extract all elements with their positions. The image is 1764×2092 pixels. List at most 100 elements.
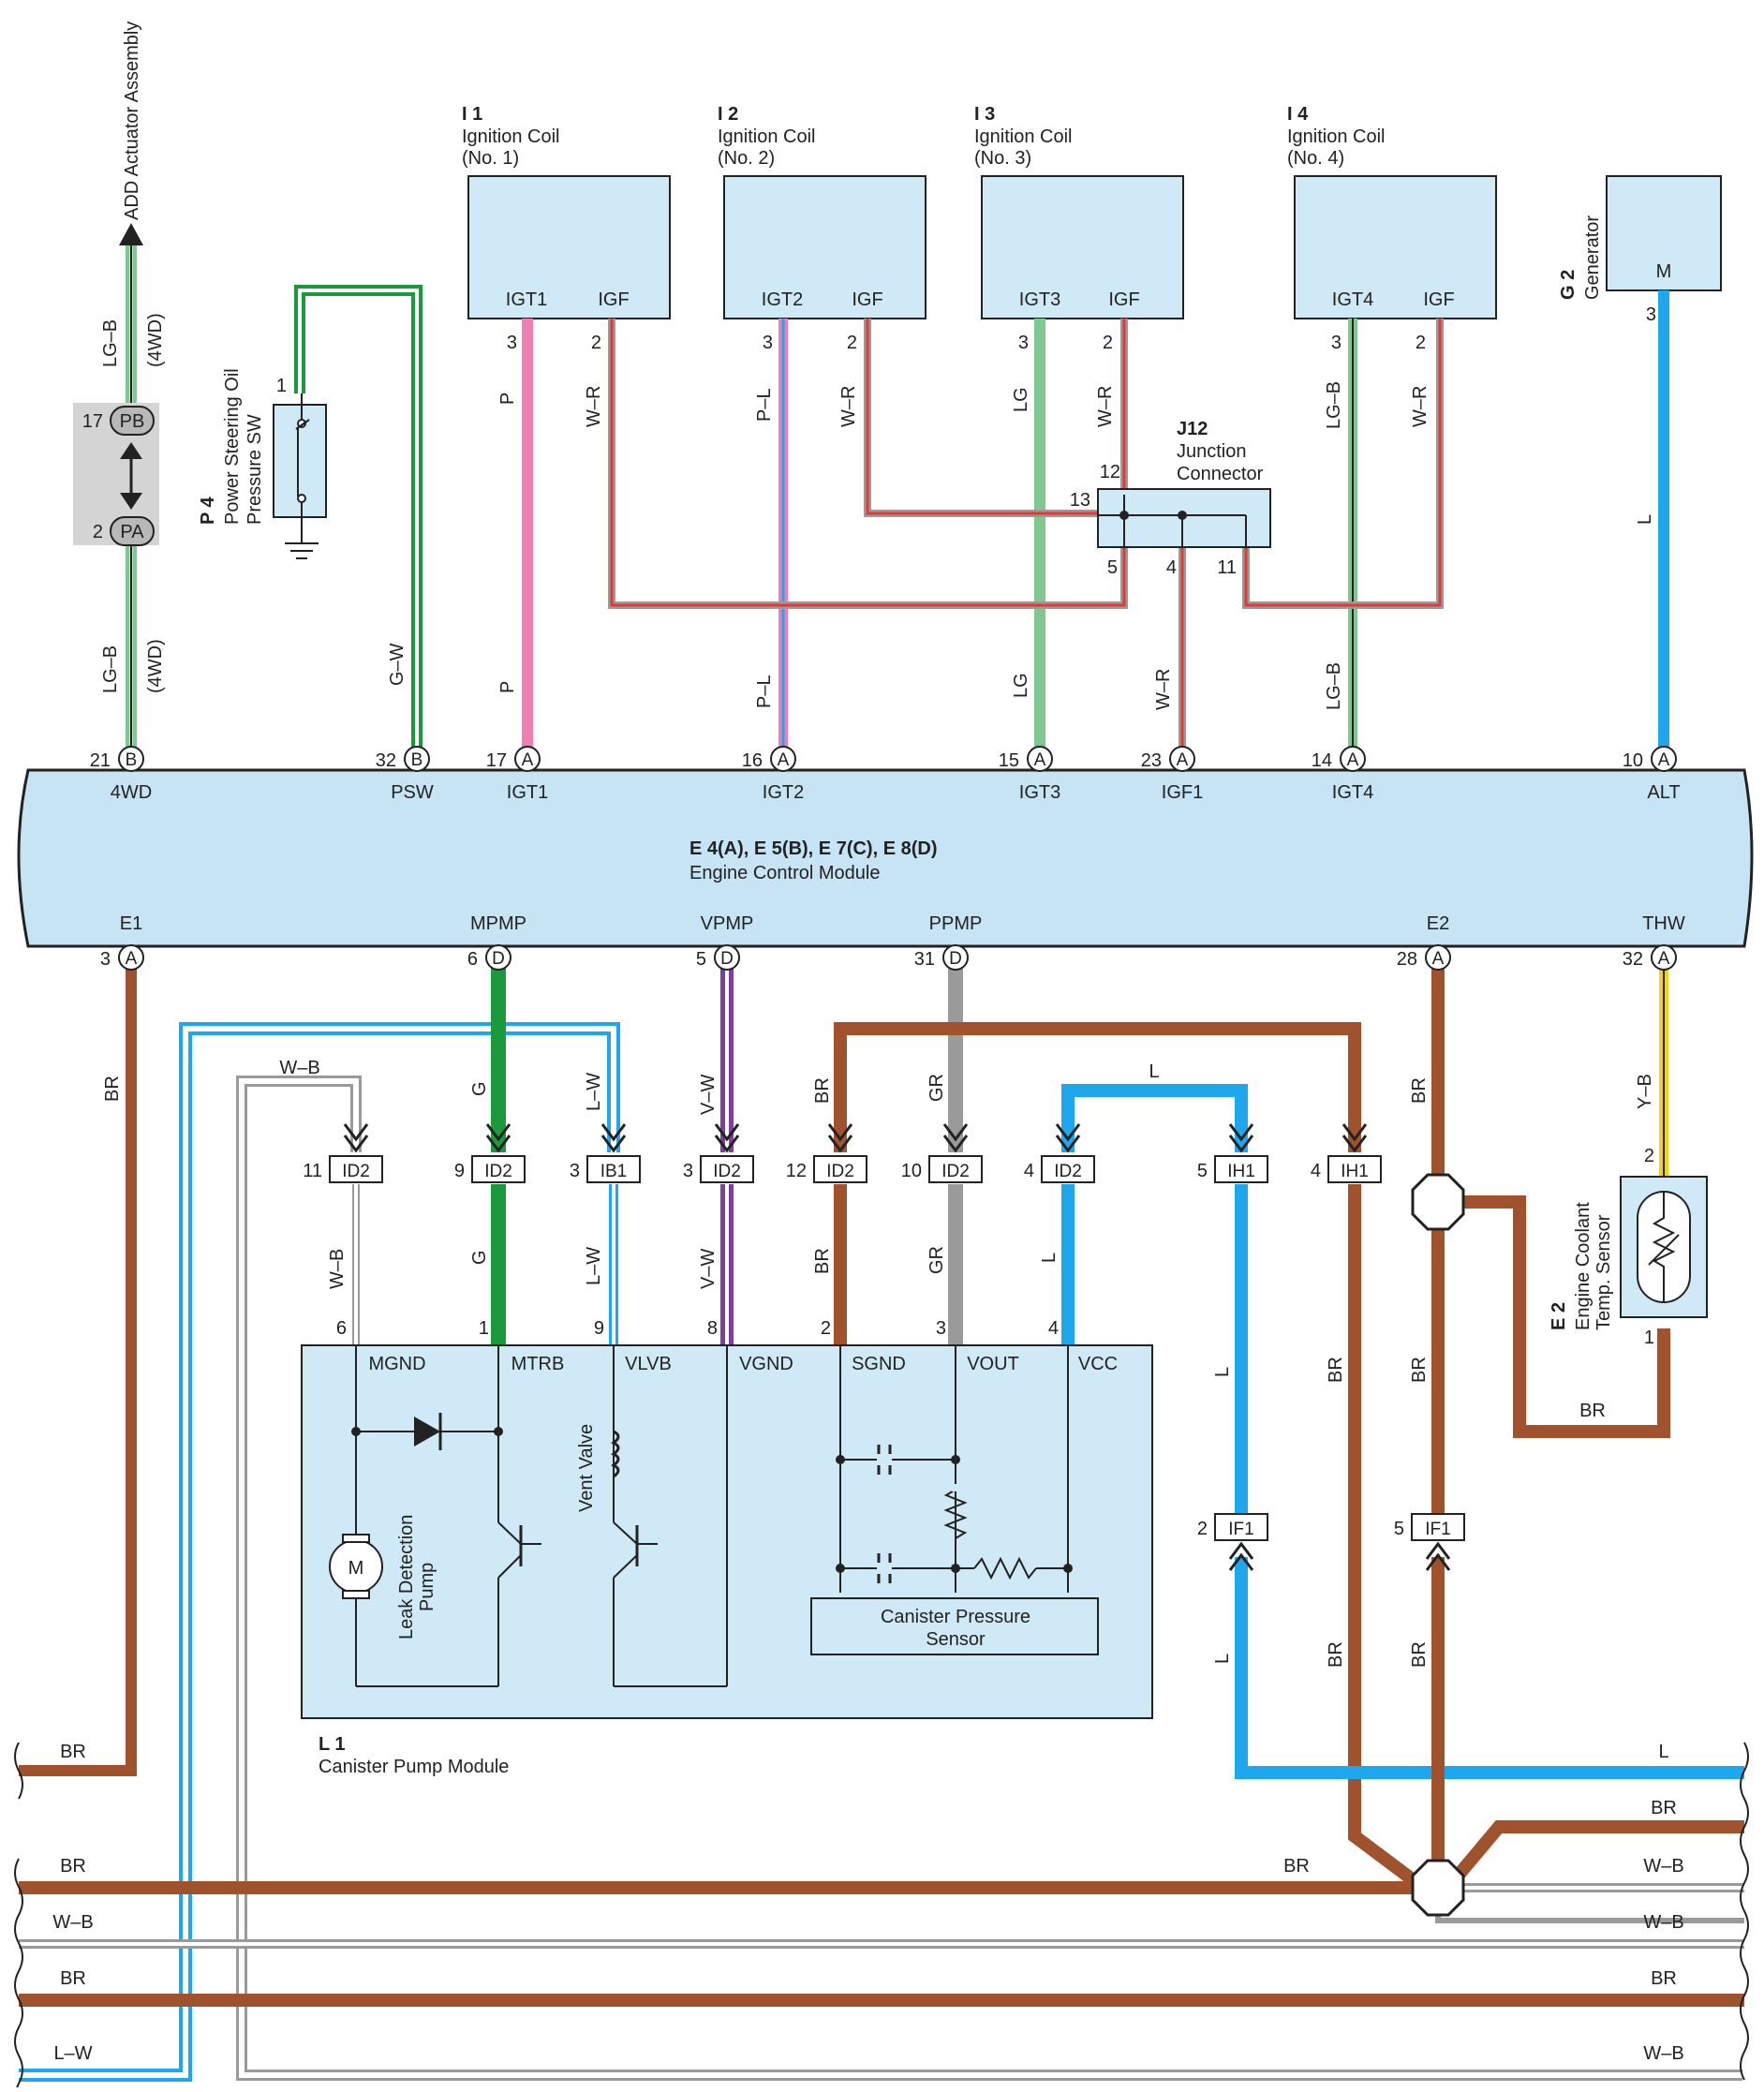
l1-code: L 1 xyxy=(319,1734,346,1755)
connector-ih1-5-id: IH1 xyxy=(1227,1162,1255,1181)
vcc-l-top-label: L xyxy=(1149,1061,1159,1082)
ecm-bpin-3: 3 xyxy=(100,949,111,970)
ecm-label-alt: ALT xyxy=(1647,782,1680,803)
ecm-bottom-pins xyxy=(118,944,1677,971)
i2-sub: (No. 2) xyxy=(718,148,775,169)
p4-pin: 1 xyxy=(276,376,287,396)
i1-sub: (No. 1) xyxy=(462,148,519,169)
g2-term-m: M xyxy=(1656,261,1672,282)
coil-boxes xyxy=(467,175,1722,319)
j12-pin-11: 11 xyxy=(1217,557,1237,578)
igf-wires xyxy=(608,319,1444,759)
if1-l-label: L xyxy=(1212,1654,1233,1664)
igt1-wire-label: P xyxy=(497,681,518,693)
i2-pin-3: 3 xyxy=(763,333,773,353)
l1-pin-9: 9 xyxy=(594,1318,604,1339)
i2-wire-label: P–L xyxy=(754,388,775,422)
ecm-name: Engine Control Module xyxy=(689,863,880,883)
ih1-br-label: BR xyxy=(1326,1357,1346,1383)
bus-br-e1-label: BR xyxy=(60,1742,86,1762)
connector-id2-10 xyxy=(928,1123,983,1183)
ecm-pin-10: 10 xyxy=(1623,750,1643,771)
vent-valve-label: Vent Valve xyxy=(576,1424,597,1512)
connector-id2-10-id: ID2 xyxy=(941,1162,970,1181)
connector-id2-4-pin: 4 xyxy=(1024,1161,1034,1181)
connector-id2-12-id: ID2 xyxy=(826,1162,854,1181)
connector-id2-4 xyxy=(1041,1123,1095,1183)
l1-pin-1: 1 xyxy=(479,1318,489,1339)
l1-pin-6: 6 xyxy=(336,1318,347,1339)
ecm-pin-16: 16 xyxy=(742,750,763,771)
ecm-bpin-6: 6 xyxy=(467,949,478,970)
ecm-bpin-28-conn: A xyxy=(1432,949,1445,969)
lw-wire xyxy=(19,1022,620,2082)
motor-label: M xyxy=(348,1558,364,1579)
l1-pin-3: 3 xyxy=(936,1318,946,1339)
ecm-label-ppmp: PPMP xyxy=(929,913,983,934)
connector-if1-5-pin: 5 xyxy=(1394,1519,1404,1539)
ecm-label-igt1: IGT1 xyxy=(507,782,548,803)
ecm-label-4wd: 4WD xyxy=(111,782,152,803)
g2-code: G 2 xyxy=(1558,270,1579,300)
ecm-bpin-32: 32 xyxy=(1623,949,1643,970)
bus-br-left-label: BR xyxy=(60,1856,86,1877)
connector-if1-5-id: IF1 xyxy=(1425,1520,1450,1539)
vw-mid-label: V–W xyxy=(698,1249,719,1289)
e2s-br-label: BR xyxy=(1579,1401,1606,1421)
connector-ih1-5 xyxy=(1214,1123,1268,1183)
i1-name: Ignition Coil xyxy=(462,126,560,147)
thermistor-icon xyxy=(1652,1192,1676,1302)
l1-pin-2: 2 xyxy=(821,1318,831,1339)
connector-if1-5 xyxy=(1411,1513,1465,1571)
ecm-bpin-6-conn: D xyxy=(492,949,505,969)
e1-wire-label: BR xyxy=(102,1076,123,1102)
connector-id2-11-id: ID2 xyxy=(342,1162,370,1181)
i4-name: Ignition Coil xyxy=(1287,126,1386,147)
j12-name-line2: Connector xyxy=(1177,464,1264,484)
connector-id2-9-id: ID2 xyxy=(484,1162,512,1181)
p4-name-line1: Power Steering Oil xyxy=(222,368,243,525)
ecm-bpin-28: 28 xyxy=(1397,949,1417,970)
i2-term-igf: IGF xyxy=(852,289,882,310)
i1-igf-wire-label: W–R xyxy=(584,386,604,427)
ecm-pin-21: 21 xyxy=(90,750,111,771)
e2-name-line2: Temp. Sensor xyxy=(1594,1214,1614,1330)
i2-code: I 2 xyxy=(718,104,738,125)
i3-code: I 3 xyxy=(974,104,995,125)
ecm-top-pins xyxy=(118,746,1677,772)
i1-term-igt1: IGT1 xyxy=(506,289,547,310)
connector-if1-2 xyxy=(1214,1513,1268,1571)
ecm-label-igt4: IGT4 xyxy=(1332,782,1373,803)
connector-id2-11-pin: 11 xyxy=(303,1161,322,1181)
igt3-wire-label: LG xyxy=(1011,673,1031,698)
ecm-pin-23: 23 xyxy=(1141,750,1162,771)
i1-term-igf: IGF xyxy=(598,289,629,310)
gr-mid-label: GR xyxy=(926,1246,947,1274)
sgnd-br-top-label: BR xyxy=(812,1077,833,1104)
e2-name-line1: Engine Coolant xyxy=(1573,1202,1594,1330)
bus-wb-left-label: W–B xyxy=(52,1912,93,1933)
ecm-label-psw: PSW xyxy=(391,782,434,803)
i3-sub: (No. 3) xyxy=(974,148,1031,169)
e2-sensor xyxy=(1620,1176,1708,1318)
e2-wire xyxy=(1431,957,1670,1860)
bus-br-mid-label: BR xyxy=(1283,1856,1310,1877)
lw-top-label: L–W xyxy=(584,1073,604,1111)
l1-pin-4: 4 xyxy=(1048,1318,1059,1339)
connector-id2-9 xyxy=(471,1123,526,1183)
bus-lw-label: L–W xyxy=(53,2043,92,2064)
connector-if1-2-id: IF1 xyxy=(1228,1520,1253,1539)
ecm-label-igt2: IGT2 xyxy=(763,782,804,803)
i3-igf-wire-label: W–R xyxy=(1095,386,1116,427)
connector-ih1-4-pin: 4 xyxy=(1311,1161,1321,1181)
i4-term-igt4: IGT4 xyxy=(1332,289,1373,310)
i2-term-igt2: IGT2 xyxy=(762,289,803,310)
add-actuator-label: ADD Actuator Assembly xyxy=(122,22,142,220)
connector-id2-3 xyxy=(700,1123,754,1183)
l1-term-sgnd: SGND xyxy=(852,1354,906,1374)
ecm-bpin-31: 31 xyxy=(914,949,935,970)
e2-br-mid-label: BR xyxy=(1409,1357,1430,1383)
ecm-label-thw: THW xyxy=(1642,913,1685,934)
p4-wire xyxy=(294,285,422,759)
